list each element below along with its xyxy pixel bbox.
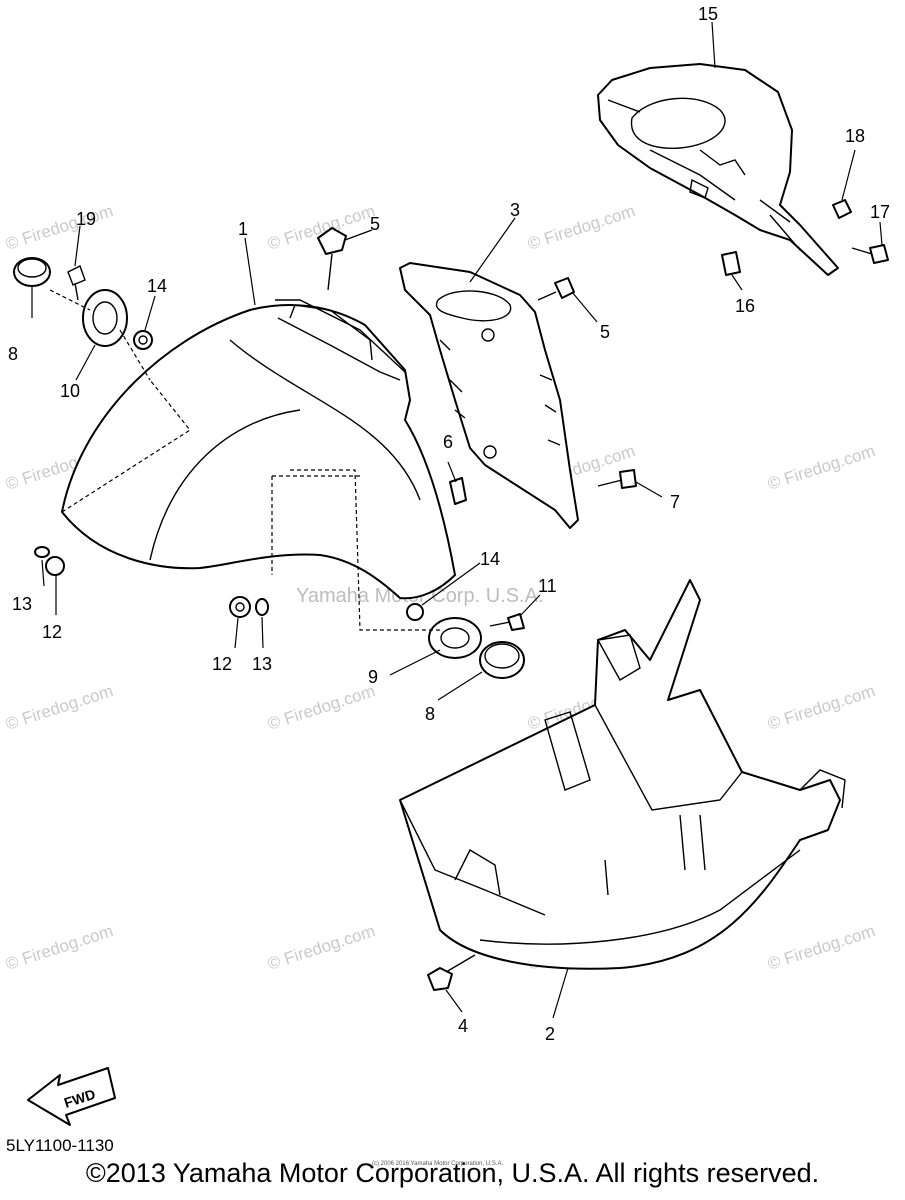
part-12-nut-lower <box>229 596 251 618</box>
diagram-code: 5LY1100-1130 <box>6 1136 114 1155</box>
watermark-tile: © Firedog.com <box>3 921 115 974</box>
part-15-cover <box>597 63 839 276</box>
callout-13-left: 13 <box>12 594 32 614</box>
copyright-footer: ©2013 Yamaha Motor Corporation, U.S.A. A… <box>85 1158 820 1188</box>
part-8-cap-lower <box>479 641 525 679</box>
part-10-reflector-bracket <box>82 289 128 347</box>
watermark-tile: © Firedog.com <box>265 921 377 974</box>
callout-5-right: 5 <box>600 322 610 342</box>
callout-3: 3 <box>510 200 520 220</box>
callout-12-left: 12 <box>42 622 62 642</box>
part-7-screw <box>597 469 637 489</box>
part-18-nut <box>832 199 852 219</box>
fwd-arrow-icon: FWD <box>27 1067 116 1126</box>
part-13-washer-left <box>34 546 50 558</box>
callout-labels: 1 2 3 4 5 5 6 7 8 8 9 10 11 12 12 13 13 … <box>8 4 890 1044</box>
callout-18: 18 <box>845 126 865 146</box>
callout-2: 2 <box>545 1024 555 1044</box>
callout-4: 4 <box>458 1016 468 1036</box>
callout-10: 10 <box>60 381 80 401</box>
part-13-washer-lower <box>255 598 269 616</box>
watermark-tile: © Firedog.com <box>525 201 637 254</box>
part-2-lower-cover <box>399 579 846 970</box>
part-6-clip <box>449 477 467 505</box>
part-9-reflector-bracket <box>428 617 482 659</box>
callout-1: 1 <box>238 219 248 239</box>
part-16-clip <box>721 251 741 276</box>
part-14-nut-left <box>133 330 153 350</box>
part-5-bolt-top <box>317 227 347 291</box>
callout-5-top: 5 <box>370 214 380 234</box>
callout-16: 16 <box>735 296 755 316</box>
callout-14-top: 14 <box>147 276 167 296</box>
tiny-copyright-note: (c) 2006 2016 Yamaha Motor Corporation, … <box>372 1161 504 1167</box>
part-8-cap-left <box>13 257 51 287</box>
callout-11: 11 <box>538 576 557 596</box>
part-4-bolt <box>427 954 476 991</box>
watermark-tile: © Firedog.com <box>3 201 115 254</box>
part-5-bolt-right <box>537 277 575 301</box>
callout-8-lower: 8 <box>425 704 435 724</box>
callout-6: 6 <box>443 432 453 452</box>
callout-14-lower: 14 <box>480 549 500 569</box>
watermark-tile: © Firedog.com <box>265 681 377 734</box>
watermark-tile: © Firedog.com <box>3 681 115 734</box>
part-3-inner-panel <box>399 262 579 529</box>
part-17-screw <box>851 244 889 264</box>
watermark-tile: © Firedog.com <box>765 921 877 974</box>
part-14-nut-lower <box>406 603 424 621</box>
part-11-screw <box>489 613 525 631</box>
callout-7: 7 <box>670 492 680 512</box>
part-19-screw <box>67 265 86 301</box>
callout-9: 9 <box>368 667 378 687</box>
callout-8-left: 8 <box>8 344 18 364</box>
part-1-front-fender <box>61 299 456 600</box>
part-12-nut-left <box>45 556 65 576</box>
callout-19: 19 <box>76 209 96 229</box>
callout-12-lower: 12 <box>212 654 232 674</box>
callout-17: 17 <box>870 202 890 222</box>
watermark-tile: © Firedog.com <box>765 441 877 494</box>
callout-15: 15 <box>698 4 718 24</box>
callout-13-lower: 13 <box>252 654 272 674</box>
watermark-tile: © Firedog.com <box>765 681 877 734</box>
leader-lines <box>31 21 883 1019</box>
